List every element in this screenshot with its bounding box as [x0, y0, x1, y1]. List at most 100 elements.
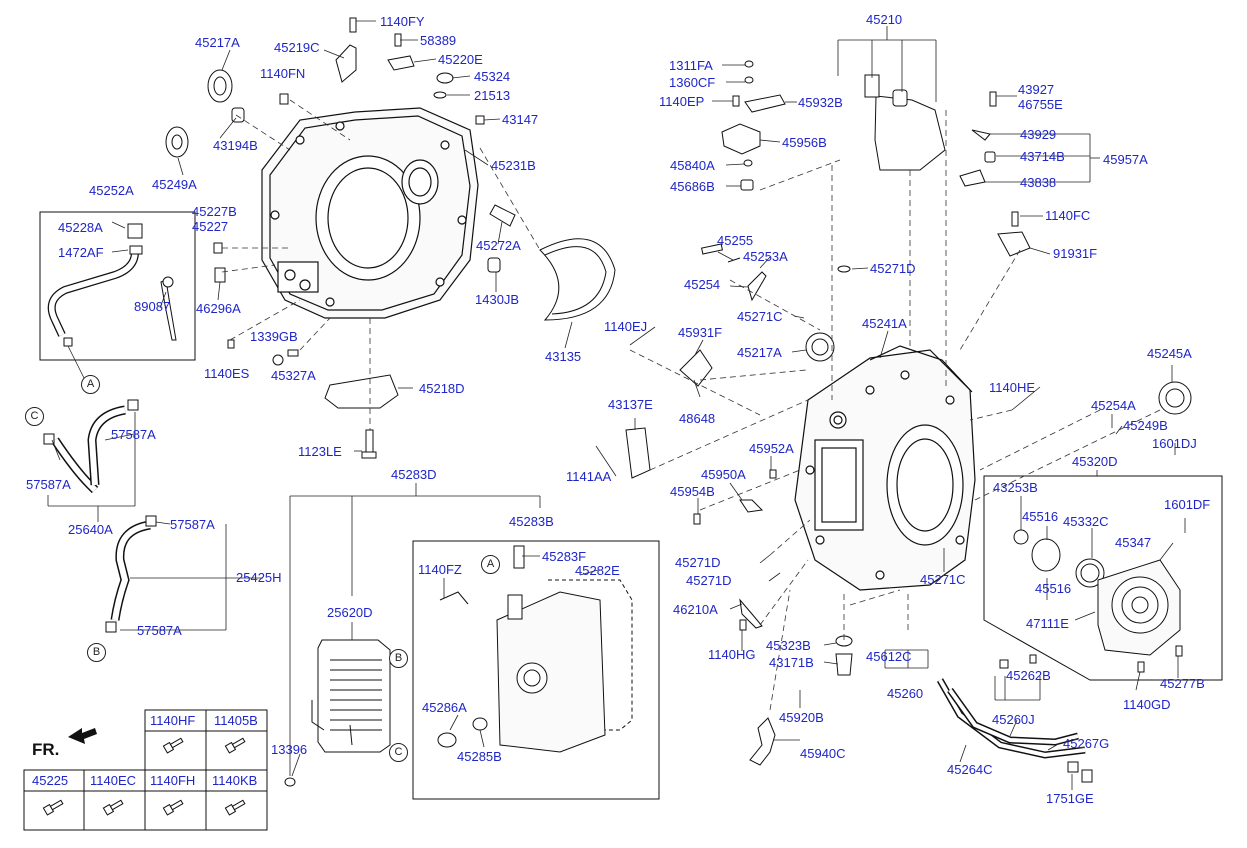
label-45271C[interactable]: 45271C [737, 309, 783, 324]
label-45952A[interactable]: 45952A [749, 441, 794, 456]
label-1140FY[interactable]: 1140FY [380, 14, 425, 29]
label-45950A[interactable]: 45950A [701, 467, 746, 482]
label-1472AF[interactable]: 1472AF [58, 245, 104, 260]
label-43929[interactable]: 43929 [1020, 127, 1057, 142]
label-45283F[interactable]: 45283F [542, 549, 587, 564]
label-45271C[interactable]: 45271C [920, 572, 966, 587]
label-1601DF[interactable]: 1601DF [1164, 497, 1211, 512]
label-45686B[interactable]: 45686B [670, 179, 715, 194]
label-21513[interactable]: 21513 [474, 88, 511, 103]
label-43253B[interactable]: 43253B [993, 480, 1038, 495]
label-45241A[interactable]: 45241A [862, 316, 907, 331]
label-45219C[interactable]: 45219C [274, 40, 320, 55]
label-45227[interactable]: 45227 [192, 219, 229, 234]
label-45286A[interactable]: 45286A [422, 700, 467, 715]
label-45283B[interactable]: 45283B [509, 514, 554, 529]
label-45271D[interactable]: 45271D [870, 261, 916, 276]
table-label-45225[interactable]: 45225 [32, 773, 69, 788]
label-45516[interactable]: 45516 [1022, 509, 1059, 524]
table-label-1140FH[interactable]: 1140FH [150, 773, 196, 788]
label-1311FA[interactable]: 1311FA [669, 58, 713, 73]
label-57587A[interactable]: 57587A [111, 427, 156, 442]
label-58389[interactable]: 58389 [420, 33, 457, 48]
label-45957A[interactable]: 45957A [1103, 152, 1148, 167]
label-25620D[interactable]: 25620D [327, 605, 373, 620]
label-45954B[interactable]: 45954B [670, 484, 715, 499]
label-45516[interactable]: 45516 [1035, 581, 1072, 596]
label-1140EP[interactable]: 1140EP [659, 94, 705, 109]
table-label-1140HF[interactable]: 1140HF [150, 713, 196, 728]
label-1140FZ[interactable]: 1140FZ [418, 562, 462, 577]
label-45332C[interactable]: 45332C [1063, 514, 1109, 529]
label-25640A[interactable]: 25640A [68, 522, 113, 537]
label-45285B[interactable]: 45285B [457, 749, 502, 764]
label-43927[interactable]: 43927 [1018, 82, 1055, 97]
label-57587A[interactable]: 57587A [26, 477, 71, 492]
label-43147[interactable]: 43147 [502, 112, 539, 127]
label-45612C[interactable]: 45612C [866, 649, 912, 664]
label-45252A[interactable]: 45252A [89, 183, 134, 198]
label-1140HE[interactable]: 1140HE [989, 380, 1036, 395]
label-45956B[interactable]: 45956B [782, 135, 827, 150]
label-1141AA[interactable]: 1141AA [566, 469, 612, 484]
label-25425H[interactable]: 25425H [236, 570, 282, 585]
label-48648[interactable]: 48648 [679, 411, 716, 426]
label-45227B[interactable]: 45227B [192, 204, 237, 219]
label-45272A[interactable]: 45272A [476, 238, 521, 253]
label-1430JB[interactable]: 1430JB [475, 292, 520, 307]
label-43171B[interactable]: 43171B [769, 655, 814, 670]
label-45264C[interactable]: 45264C [947, 762, 993, 777]
label-46755E[interactable]: 46755E [1018, 97, 1063, 112]
label-1140EJ[interactable]: 1140EJ [604, 319, 648, 334]
label-57587A[interactable]: 57587A [137, 623, 182, 638]
label-45210[interactable]: 45210 [866, 12, 903, 27]
label-1360CF[interactable]: 1360CF [669, 75, 716, 90]
label-45249B[interactable]: 45249B [1123, 418, 1168, 433]
label-45324[interactable]: 45324 [474, 69, 511, 84]
label-45932B[interactable]: 45932B [798, 95, 843, 110]
label-45840A[interactable]: 45840A [670, 158, 715, 173]
label-46210A[interactable]: 46210A [673, 602, 718, 617]
label-45262B[interactable]: 45262B [1006, 668, 1051, 683]
label-45320D[interactable]: 45320D [1072, 454, 1118, 469]
table-label-1140EC[interactable]: 1140EC [90, 773, 137, 788]
label-1140FC[interactable]: 1140FC [1045, 208, 1091, 223]
label-45260[interactable]: 45260 [887, 686, 924, 701]
table-label-1140KB[interactable]: 1140KB [212, 773, 258, 788]
label-45271D[interactable]: 45271D [686, 573, 732, 588]
label-45245A[interactable]: 45245A [1147, 346, 1192, 361]
label-1601DJ[interactable]: 1601DJ [1152, 436, 1197, 451]
label-1140GD[interactable]: 1140GD [1123, 697, 1171, 712]
label-45323B[interactable]: 45323B [766, 638, 811, 653]
label-57587A[interactable]: 57587A [170, 517, 215, 532]
label-45347[interactable]: 45347 [1115, 535, 1152, 550]
label-45231B[interactable]: 45231B [491, 158, 536, 173]
label-45271D[interactable]: 45271D [675, 555, 721, 570]
label-45253A[interactable]: 45253A [743, 249, 788, 264]
label-45260J[interactable]: 45260J [992, 712, 1035, 727]
label-45931F[interactable]: 45931F [678, 325, 723, 340]
label-45254A[interactable]: 45254A [1091, 398, 1136, 413]
label-13396[interactable]: 13396 [271, 742, 308, 757]
label-43194B[interactable]: 43194B [213, 138, 258, 153]
label-45218D[interactable]: 45218D [419, 381, 465, 396]
label-91931F[interactable]: 91931F [1053, 246, 1098, 261]
label-43137E[interactable]: 43137E [608, 397, 653, 412]
label-1140HG[interactable]: 1140HG [708, 647, 756, 662]
label-43135[interactable]: 43135 [545, 349, 582, 364]
label-45267G[interactable]: 45267G [1063, 736, 1110, 751]
label-1123LE[interactable]: 1123LE [298, 444, 342, 459]
label-45249A[interactable]: 45249A [152, 177, 197, 192]
table-label-11405B[interactable]: 11405B [214, 713, 258, 728]
label-45228A[interactable]: 45228A [58, 220, 103, 235]
label-43714B[interactable]: 43714B [1020, 149, 1065, 164]
label-1339GB[interactable]: 1339GB [250, 329, 298, 344]
label-45940C[interactable]: 45940C [800, 746, 846, 761]
label-45282E[interactable]: 45282E [575, 563, 620, 578]
label-45920B[interactable]: 45920B [779, 710, 824, 725]
label-1751GE[interactable]: 1751GE [1046, 791, 1094, 806]
label-89087[interactable]: 89087 [134, 299, 171, 314]
label-46296A[interactable]: 46296A [196, 301, 241, 316]
label-45277B[interactable]: 45277B [1160, 676, 1205, 691]
label-47111E[interactable]: 47111E [1026, 616, 1069, 631]
